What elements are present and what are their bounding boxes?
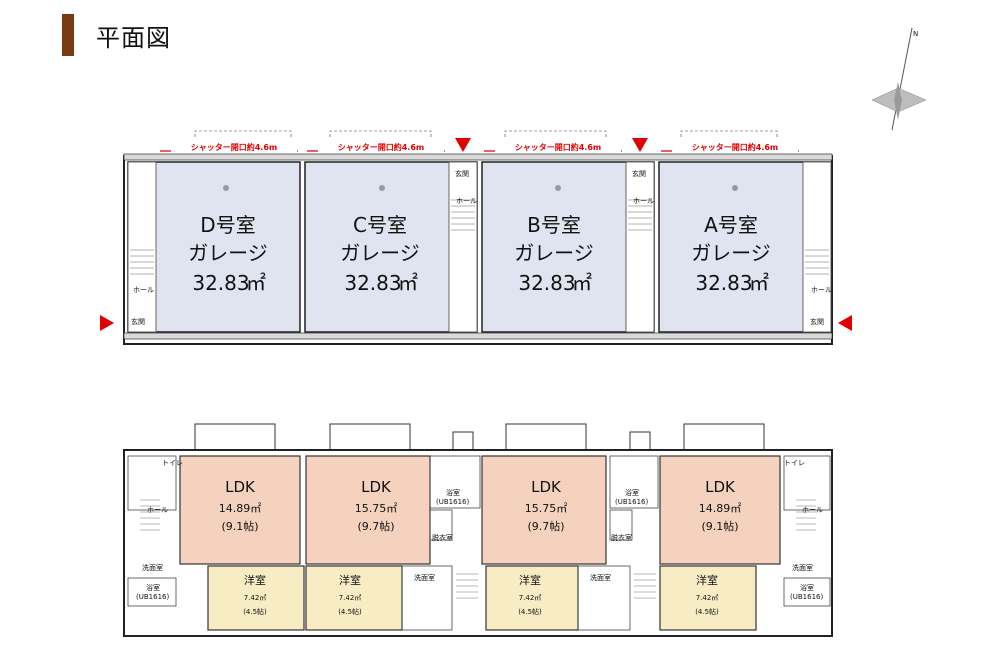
bath-label-4: 浴室: [800, 583, 814, 592]
garage-c-unit: ㎡: [398, 271, 418, 295]
ldk-1-area: 14.89㎡: [219, 502, 262, 515]
western-room-1: [207, 565, 305, 631]
western-1-label: 洋室: [244, 573, 266, 587]
entrance-label-c: 玄関: [455, 169, 469, 178]
garage-a-type: ガレージ: [691, 241, 771, 265]
hall-label-c: ホール: [456, 197, 477, 205]
washroom-label-4: 洗面室: [792, 563, 813, 572]
bath-unit-3: (UB1616): [615, 498, 648, 506]
garage-c-room: C号室: [353, 213, 407, 237]
bath-unit-2: (UB1616): [436, 498, 469, 506]
western-room-3: [485, 565, 579, 631]
garage-d-room: D号室: [200, 213, 255, 237]
ldk-room-2: [305, 455, 431, 565]
toilet-label-4: トイレ: [784, 459, 805, 467]
garage-b: [481, 161, 655, 333]
ldk-2-label: LDK: [361, 478, 392, 496]
dressing-label-3: 脱衣室: [611, 533, 632, 542]
shutter-label-a: シャッター開口約4.6m: [692, 142, 779, 152]
garage-b-type: ガレージ: [514, 241, 594, 265]
entrance-label-a: 玄関: [810, 317, 824, 326]
title-accent-bar: [62, 14, 74, 56]
svg-text:N: N: [913, 30, 918, 38]
entrance-label-b: 玄関: [632, 169, 646, 178]
washroom-label-1: 洗面室: [142, 563, 163, 572]
garage-b-area: 32.83: [518, 271, 575, 295]
ldk-room-1: [179, 455, 301, 565]
garage-a-area: 32.83: [695, 271, 752, 295]
hall-label-d: ホール: [133, 286, 154, 294]
entrance-label-d: 玄関: [131, 317, 145, 326]
entrance-arrow-icon: [100, 138, 852, 331]
garage-d-area: 32.83: [192, 271, 249, 295]
second-floor-plan: 浴室 (UB1616) 洗面室 トイレ ホール 浴室 (UB1616) 脱衣室 …: [123, 423, 833, 637]
hall-label-1: ホール: [147, 506, 168, 514]
bath-label-1: 浴室: [146, 583, 160, 592]
bath-unit-4: (UB1616): [790, 593, 823, 601]
dressing-label-2: 脱衣室: [432, 533, 453, 542]
ldk-3-area: 15.75㎡: [525, 502, 568, 515]
western-room-2: [305, 565, 403, 631]
shutter-label-d: シャッター開口約4.6m: [191, 142, 278, 152]
shutter-label-c: シャッター開口約4.6m: [338, 142, 425, 152]
ldk-3-label: LDK: [531, 478, 562, 496]
toilet-label-1: トイレ: [162, 459, 183, 467]
ldk-4-tatami: (9.1帖): [701, 520, 738, 533]
first-floor-plan: 玄関 ホール 玄関 ホール 玄関 ホール 玄関 ホール シャッター開口約4.6m: [100, 130, 852, 345]
garage-a: [658, 161, 832, 333]
ldk-4-label: LDK: [705, 478, 736, 496]
garage-d-type: ガレージ: [188, 241, 268, 265]
ldk-2-area: 15.75㎡: [355, 502, 398, 515]
garage-c-type: ガレージ: [340, 241, 420, 265]
western-2-tatami: (4.5帖): [338, 607, 362, 616]
western-4-label: 洋室: [696, 573, 718, 587]
shutter-label-b: シャッター開口約4.6m: [515, 142, 602, 152]
western-2-label: 洋室: [339, 573, 361, 587]
western-3-area: 7.42㎡: [519, 594, 542, 602]
bath-unit-1: (UB1616): [136, 593, 169, 601]
ldk-4-area: 14.89㎡: [699, 502, 742, 515]
western-3-tatami: (4.5帖): [518, 607, 542, 616]
garage-d-unit: ㎡: [246, 271, 266, 295]
western-1-area: 7.42㎡: [244, 594, 267, 602]
bath-label-2: 浴室: [446, 488, 460, 497]
ldk-2-tatami: (9.7帖): [357, 520, 394, 533]
western-1-tatami: (4.5帖): [243, 607, 267, 616]
garage-a-unit: ㎡: [749, 271, 769, 295]
ldk-3-tatami: (9.7帖): [527, 520, 564, 533]
hall-label-b: ホール: [633, 197, 654, 205]
garage-b-room: B号室: [527, 213, 581, 237]
ldk-room-4: [659, 455, 781, 565]
garage-b-unit: ㎡: [572, 271, 592, 295]
western-room-4: [659, 565, 757, 631]
bath-label-3: 浴室: [625, 488, 639, 497]
garage-a-room: A号室: [704, 213, 758, 237]
washroom-label-2: 洗面室: [414, 573, 435, 582]
compass-icon: N: [871, 27, 927, 131]
western-3-label: 洋室: [519, 573, 541, 587]
western-2-area: 7.42㎡: [339, 594, 362, 602]
ldk-1-tatami: (9.1帖): [221, 520, 258, 533]
western-4-tatami: (4.5帖): [695, 607, 719, 616]
ldk-room-3: [481, 455, 607, 565]
washroom-label-3: 洗面室: [590, 573, 611, 582]
page-title: 平面図: [96, 24, 171, 52]
hall-label-a: ホール: [811, 286, 832, 294]
garage-c: [304, 161, 478, 333]
ldk-1-label: LDK: [225, 478, 256, 496]
garage-c-area: 32.83: [344, 271, 401, 295]
hall-label-4: ホール: [802, 506, 823, 514]
garage-d: [127, 161, 301, 333]
western-4-area: 7.42㎡: [696, 594, 719, 602]
